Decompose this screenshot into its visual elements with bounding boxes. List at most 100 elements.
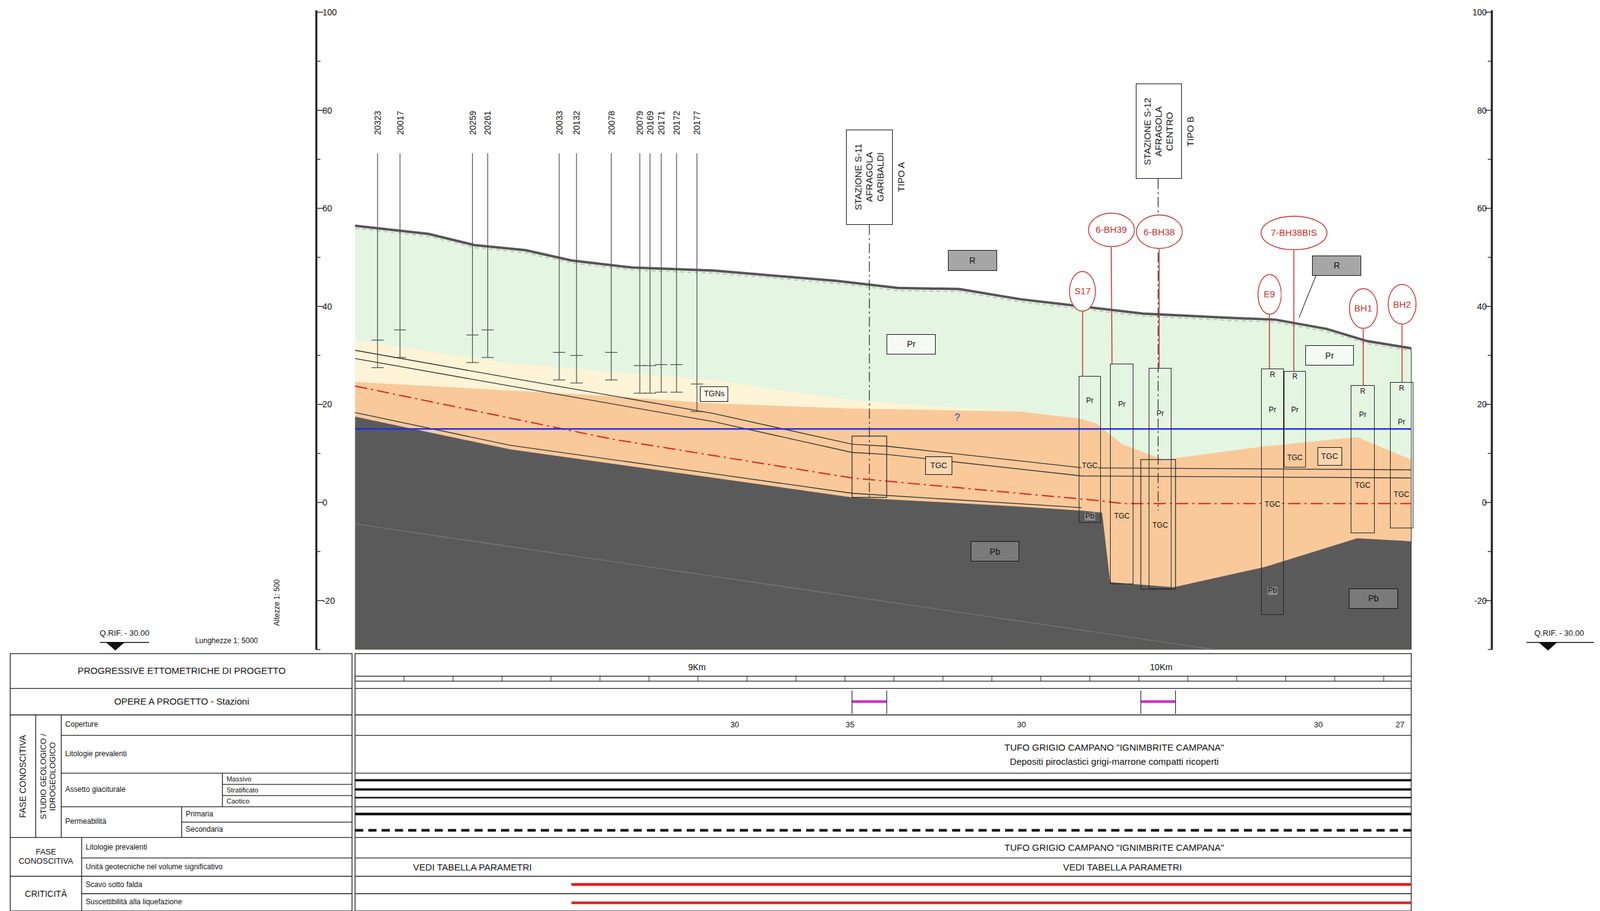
borehole-id: 20017: [394, 110, 405, 135]
table-grid: [354, 857, 1411, 858]
tunnel-lines: [354, 349, 1411, 508]
borehole-lines: [376, 152, 378, 368]
cover-value: 30: [730, 720, 739, 730]
table-grid: [354, 687, 1411, 689]
station-axes: [852, 435, 888, 498]
borehole-id: 20033: [554, 110, 565, 135]
unit-code: TGC: [1264, 500, 1281, 509]
borehole-lines: [655, 364, 668, 365]
axes: [316, 11, 324, 13]
table-grid: [222, 783, 352, 785]
borehole-lines: [655, 391, 668, 393]
unit-tag: Pr: [886, 333, 936, 355]
borehole-name: BH2: [1393, 299, 1411, 310]
scale-note: Altezze 1: 500: [273, 578, 282, 626]
axis-value: 80: [1477, 105, 1488, 116]
axis-value: 0: [1482, 497, 1488, 508]
table-grid: [354, 714, 1411, 715]
leader-line: [1363, 328, 1365, 385]
unit-code: TGC: [1113, 512, 1131, 521]
attitude-lines: [354, 787, 1411, 791]
reference-level: Q.RIF. - 30.00: [99, 628, 150, 638]
unit-code: TGC: [1081, 462, 1098, 471]
axes: [315, 10, 318, 650]
unit-code: TGC: [1393, 490, 1410, 499]
unit-code: TGC: [930, 461, 947, 471]
callout-ellipse: [1349, 288, 1378, 329]
cover-value: 30: [1016, 720, 1026, 730]
layer-pb: [354, 416, 1411, 649]
table-cell: Primaria: [185, 809, 214, 819]
table-header: OPERE A PROGETTO - Stazioni: [114, 696, 250, 707]
borehole-lines: [690, 383, 703, 385]
callout-ellipse: [1261, 216, 1327, 250]
cover-value: 35: [845, 720, 855, 730]
cover-value: 30: [1313, 720, 1323, 730]
uncertainty-mark: ?: [954, 411, 960, 424]
axes: [316, 256, 321, 258]
table-grid: [354, 892, 1411, 894]
borehole-lines: [553, 379, 566, 381]
unit-code: Pr: [906, 338, 916, 349]
leader-line: [1293, 249, 1295, 371]
unit-code: TGC: [1151, 521, 1169, 530]
borehole-id: 20259: [467, 110, 478, 135]
axis-value: 80: [322, 105, 333, 116]
borehole-callout: 6-BH38: [1135, 214, 1184, 250]
axes: [316, 305, 324, 307]
table-cell: Scavo sotto falda: [85, 880, 143, 890]
reference-level: Q.RIF. - 30.00: [1534, 628, 1585, 638]
axes: [1490, 10, 1493, 650]
borehole-lines: [575, 152, 577, 383]
leader-line: [1299, 274, 1317, 318]
unit-tag: R: [947, 249, 998, 271]
borehole-lines: [394, 329, 407, 330]
leader-line: [1269, 314, 1271, 369]
borehole-id: 20261: [482, 110, 493, 135]
table-grid: [10, 653, 353, 911]
table-cell: TUFO GRIGIO CAMPANO "IGNIMBRITE CAMPANA": [1004, 841, 1225, 853]
tunnel-axis: [354, 385, 1411, 503]
borehole-lines: [605, 351, 618, 353]
station-marks-frame: [851, 690, 853, 714]
attitude-lines: [354, 779, 1411, 830]
borehole-lines: [466, 334, 479, 336]
borehole-lines: [639, 152, 640, 393]
table-header: FASE CONOSCITIVA: [17, 715, 28, 836]
table-grid: [222, 772, 223, 807]
unit-code: Pr: [1117, 400, 1127, 409]
table-cell: Stratificato: [226, 785, 259, 794]
borehole-id: 20169: [645, 110, 656, 135]
axes: [316, 159, 321, 160]
water-table: [354, 427, 1411, 430]
leader-line: [1401, 324, 1403, 382]
axes: [1487, 648, 1492, 650]
unit-tag: R: [1312, 255, 1362, 276]
axis-value: 100: [322, 7, 337, 18]
layer-boundary: [354, 523, 1214, 649]
station-box: STAZIONE S-12 AFRAGOLA CENTROTIPO B: [1135, 83, 1182, 179]
unit-code: Pr: [1156, 410, 1165, 419]
borehole-id: 20078: [605, 110, 616, 135]
station-axes: [868, 224, 870, 501]
ground-surface: [354, 225, 1411, 349]
borehole-callout: BH1: [1348, 287, 1378, 330]
axes: [1487, 550, 1492, 552]
table-grid: [354, 772, 1411, 773]
callout-ellipse: [1258, 274, 1282, 315]
borehole-id: 20323: [372, 110, 383, 135]
axes: [1487, 256, 1492, 258]
axis-value: 40: [322, 301, 333, 312]
axis-value: -20: [322, 595, 335, 606]
borehole-callout: S17: [1068, 270, 1096, 312]
borehole-column: RPrTGC: [1283, 370, 1307, 468]
leader-line: [1082, 311, 1084, 376]
borehole-lines: [371, 367, 384, 368]
borehole-callout: E9: [1257, 273, 1282, 315]
table-cell: Litologie prevalenti: [65, 749, 127, 759]
table-cell: VEDI TABELLA PARAMETRI: [1062, 861, 1182, 872]
axis-value: 20: [322, 399, 333, 409]
borehole-name: 7-BH38BIS: [1270, 227, 1317, 238]
axes: [1487, 354, 1492, 356]
table-grid: [10, 687, 353, 689]
